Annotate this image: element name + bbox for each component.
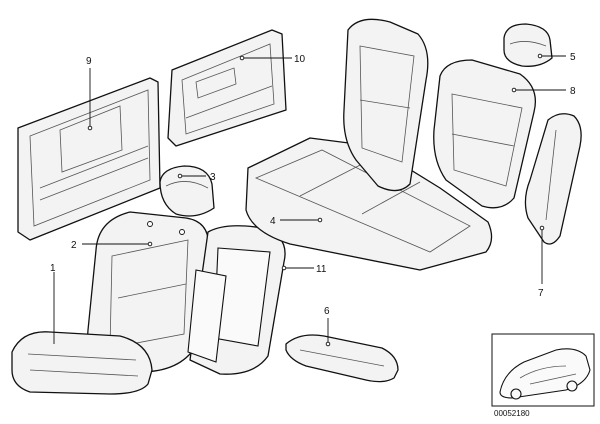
- svg-text:1: 1: [50, 263, 56, 274]
- svg-text:3: 3: [210, 172, 216, 183]
- part-side-bolster: [524, 113, 582, 245]
- svg-text:10: 10: [294, 54, 306, 65]
- callout-9: 9: [86, 56, 93, 131]
- reference-code: 00052180: [494, 409, 530, 418]
- part-front-seat-cushion: [11, 331, 153, 395]
- vehicle-locator-inset: [491, 333, 595, 407]
- part-rear-seat-cushion: [245, 137, 493, 271]
- callout-11: 11: [281, 264, 327, 275]
- svg-text:4: 4: [270, 216, 276, 227]
- part-rear-seat-backrest-right: [433, 59, 537, 209]
- svg-text:2: 2: [71, 240, 77, 251]
- part-door-trim-panel-right: [167, 29, 287, 147]
- callout-1: 1: [50, 263, 56, 344]
- callout-3: 3: [177, 172, 216, 183]
- callout-6: 6: [324, 306, 331, 347]
- part-headrest-front: [159, 165, 215, 217]
- part-front-seat-backrest: [87, 211, 210, 373]
- part-rear-seat-backrest-left: [343, 18, 429, 192]
- svg-text:8: 8: [570, 86, 576, 97]
- callout-10: 10: [239, 54, 306, 65]
- svg-text:7: 7: [538, 288, 544, 299]
- part-seat-side-trim: [285, 334, 399, 383]
- callout-4: 4: [270, 216, 323, 227]
- callout-8: 8: [511, 86, 576, 97]
- callout-7: 7: [538, 225, 545, 299]
- svg-text:11: 11: [316, 264, 327, 275]
- callout-2: 2: [71, 240, 153, 251]
- svg-text:5: 5: [570, 52, 576, 63]
- svg-text:9: 9: [86, 56, 92, 67]
- part-backrest-rear-panel: [187, 225, 286, 375]
- svg-text:6: 6: [324, 306, 330, 317]
- callout-5: 5: [537, 52, 576, 63]
- part-rear-headrest: [503, 23, 553, 67]
